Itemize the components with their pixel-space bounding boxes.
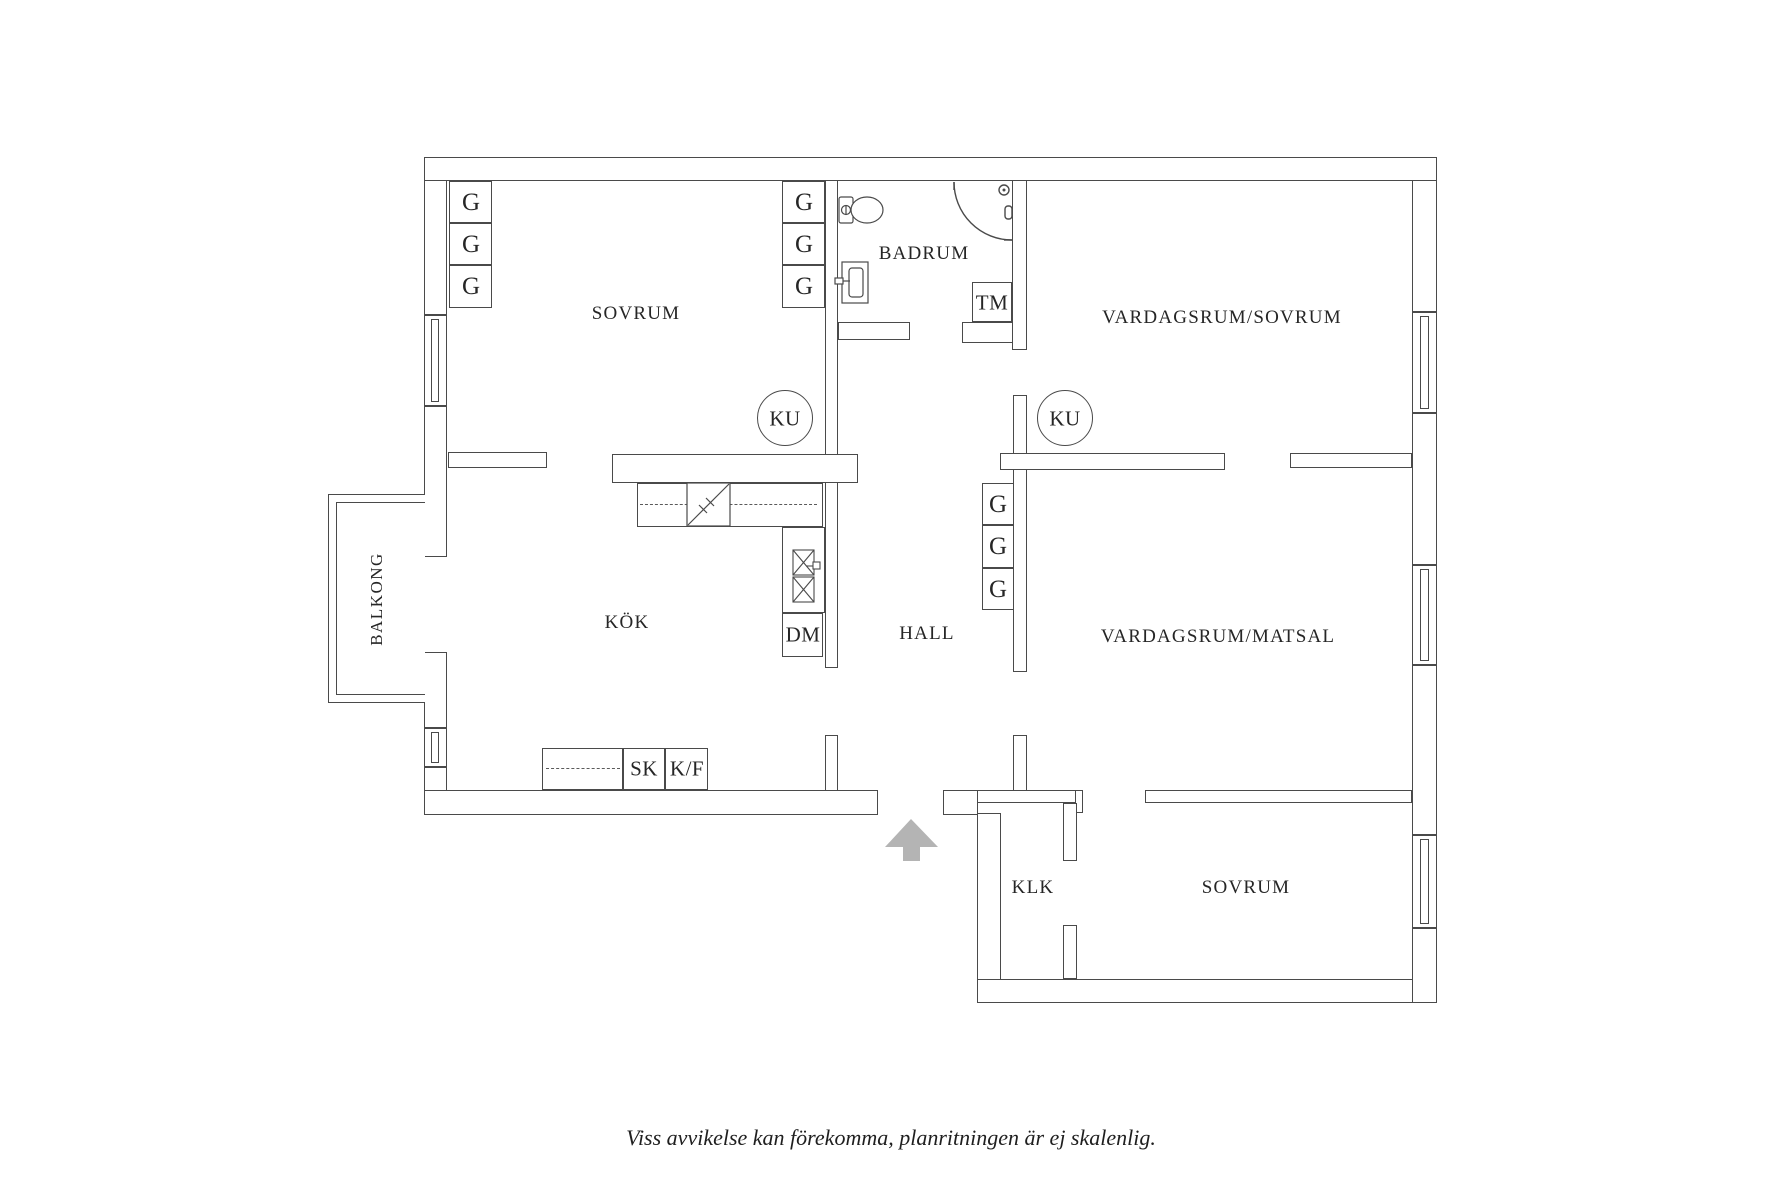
washing-machine-label: TM xyxy=(975,290,1009,315)
wardrobe-cabinet xyxy=(982,483,1014,525)
balcony-outline xyxy=(328,494,425,703)
wardrobe-cabinet xyxy=(782,181,825,223)
cabinet-dashed-line xyxy=(546,768,620,769)
wall-outer-right-1 xyxy=(1412,180,1437,312)
wall-sovrum-south-bar xyxy=(612,454,858,483)
sink-icon xyxy=(834,261,869,304)
wardrobe-label: G xyxy=(461,273,481,300)
wall-matsal-north-right xyxy=(1290,453,1412,468)
wall-sovrum-south-left xyxy=(448,452,547,468)
wall-klk-east-upper xyxy=(1063,803,1077,861)
window-pane xyxy=(1420,839,1429,924)
wardrobe-label: G xyxy=(794,189,814,216)
room-label-badrum: BADRUM xyxy=(878,243,970,264)
wall-matsal-north-left xyxy=(1000,453,1225,470)
room-label-hall: HALL xyxy=(899,623,955,644)
wardrobe-cabinet xyxy=(449,265,492,308)
kitchen-cabinet-run xyxy=(542,748,623,790)
wall-kok-hall xyxy=(825,180,838,668)
room-label-klk: KLK xyxy=(1011,877,1055,898)
dishwasher-box xyxy=(782,613,823,657)
wall-outer-top xyxy=(424,157,1437,181)
tall-cabinet-label: SK xyxy=(630,756,658,781)
stove-icon xyxy=(686,482,731,527)
tall-cabinet-box xyxy=(623,748,665,790)
wall-outer-extension-bottom xyxy=(977,979,1437,1003)
room-label-vardagsrum-sovrum: VARDAGSRUM/SOVRUM xyxy=(1102,307,1342,328)
wall-outer-right-2 xyxy=(1412,413,1437,565)
wardrobe-cabinet xyxy=(449,223,492,265)
vent-circle xyxy=(1037,390,1093,446)
wall-outer-left-1 xyxy=(424,180,447,315)
wardrobe-cabinet xyxy=(449,181,492,223)
room-label-sovrum-top: SOVRUM xyxy=(591,303,681,324)
window-pane xyxy=(431,319,439,402)
balcony-railing xyxy=(336,502,425,695)
wall-sovrum-bottom-north xyxy=(1145,790,1412,803)
window-pane xyxy=(431,732,439,763)
toilet-icon xyxy=(838,196,884,224)
wall-badrum-south-left xyxy=(838,322,910,340)
wall-klk-notch xyxy=(1075,790,1083,813)
wardrobe-cabinet xyxy=(782,223,825,265)
wall-outer-right-3 xyxy=(1412,665,1437,835)
wall-kok-hall-stub xyxy=(825,735,838,791)
disclaimer-text: Viss avvikelse kan förekomma, planritnin… xyxy=(626,1125,1156,1150)
wall-badrum-east xyxy=(1012,180,1027,350)
washing-machine-box xyxy=(972,282,1012,322)
shower-icon xyxy=(953,181,1013,241)
wardrobe-cabinet xyxy=(782,265,825,308)
wall-outer-right-4 xyxy=(1412,928,1437,1003)
wardrobe-cabinet xyxy=(982,525,1014,568)
vent-label: KU xyxy=(1049,406,1081,431)
room-label-kok: KÖK xyxy=(604,612,650,633)
wardrobe-label: G xyxy=(988,491,1008,518)
vent-label: KU xyxy=(769,406,801,431)
dishwasher-label: DM xyxy=(785,622,821,647)
wardrobe-label: G xyxy=(794,273,814,300)
entrance-arrow-icon xyxy=(885,819,938,861)
room-label-sovrum-bottom: SOVRUM xyxy=(1201,877,1291,898)
wardrobe-label: G xyxy=(794,231,814,258)
wardrobe-label: G xyxy=(988,576,1008,603)
wardrobe-label: G xyxy=(461,231,481,258)
wardrobe-cabinet xyxy=(982,568,1014,610)
wall-outer-bottom-1 xyxy=(424,790,878,815)
room-label-vardagsrum-matsal: VARDAGSRUM/MATSAL xyxy=(1100,626,1336,647)
fridge-freezer-label: K/F xyxy=(669,756,705,781)
kitchen-sink-icon xyxy=(792,549,821,603)
wardrobe-label: G xyxy=(988,533,1008,560)
window-pane xyxy=(1420,569,1429,661)
window-pane xyxy=(1420,316,1429,409)
wall-outer-left-2 xyxy=(424,406,447,557)
vent-circle xyxy=(757,390,813,446)
fridge-freezer-box xyxy=(665,748,708,790)
wardrobe-label: G xyxy=(461,189,481,216)
wall-klk-east-lower xyxy=(1063,925,1077,979)
